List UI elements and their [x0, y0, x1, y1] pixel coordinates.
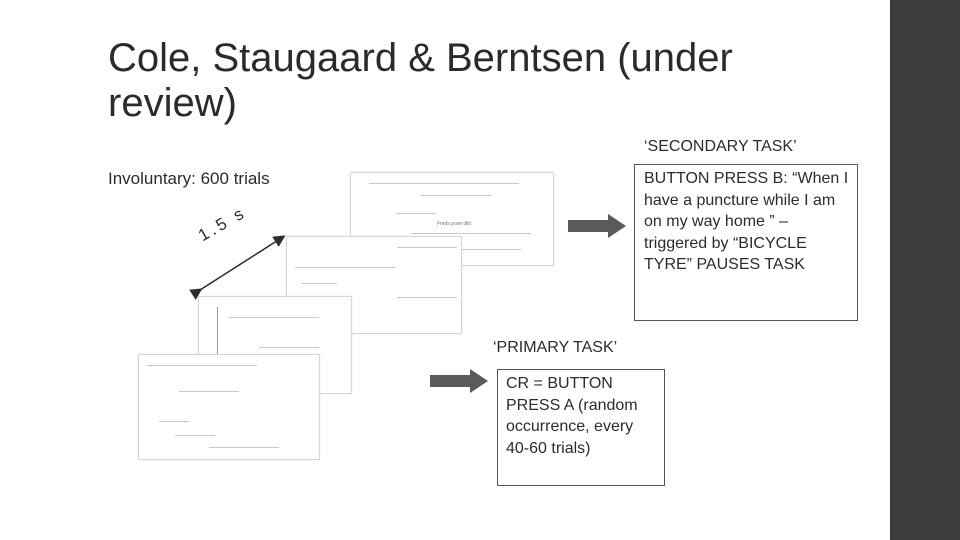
- secondary-task-text: BUTTON PRESS B: “When I have a puncture …: [644, 170, 849, 274]
- secondary-task-label: ‘SECONDARY TASK’: [644, 138, 797, 155]
- primary-task-label: ‘PRIMARY TASK’: [493, 339, 618, 356]
- thumbnail-slide-bottom: [138, 354, 320, 460]
- involuntary-trials-label: Involuntary: 600 trials: [108, 169, 270, 188]
- thumbnail-stimulus-text: Freds pose tilld: [437, 221, 471, 227]
- secondary-task-box: BUTTON PRESS B: “When I have a puncture …: [634, 164, 858, 321]
- slide-title: Cole, Staugaard & Berntsen (under review…: [108, 36, 733, 125]
- primary-arrow-icon: [430, 369, 488, 393]
- right-sidebar-bar: [890, 0, 960, 540]
- secondary-arrow-icon: [568, 214, 626, 238]
- primary-task-box: CR = BUTTON PRESS A (random occurrence, …: [497, 369, 665, 486]
- primary-task-text: CR = BUTTON PRESS A (random occurrence, …: [506, 375, 638, 457]
